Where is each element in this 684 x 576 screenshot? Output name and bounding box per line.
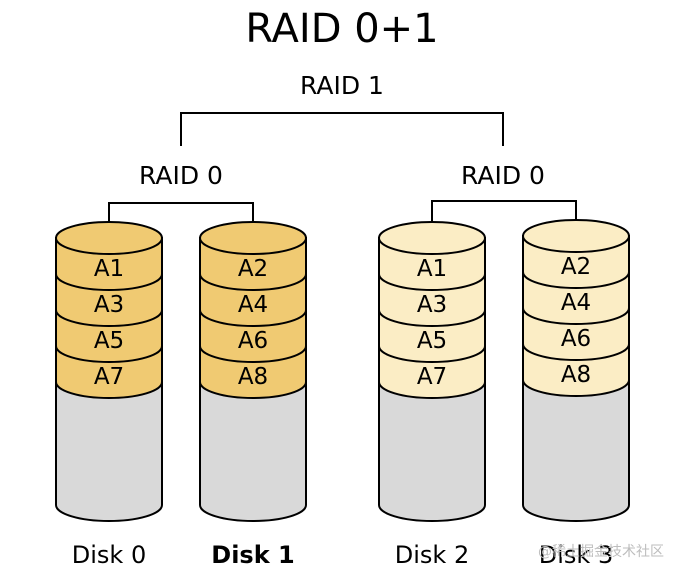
group-label-left: RAID 0 [139,161,223,190]
block-label: A4 [238,292,268,318]
block-label: A7 [417,364,447,390]
disk-empty-space [522,379,630,522]
block-label: A8 [238,364,268,390]
block-label: A5 [417,328,447,354]
mirror-label: RAID 1 [300,71,384,100]
disk-label-1: Disk 1 [211,541,294,569]
block-label: A6 [238,328,268,354]
disk-top-cap [199,221,307,255]
disk-empty-space [55,381,163,522]
block-label: A2 [238,256,268,282]
disk-label-0: Disk 0 [72,541,146,569]
watermark: @稀土掘金技术社区 [538,544,664,560]
disk-top-cap [55,221,163,255]
disk-top-cap [378,221,486,255]
stripe-connector-right [431,200,577,236]
block-label: A1 [94,256,124,282]
block-label: A1 [417,256,447,282]
disk-label-2: Disk 2 [395,541,469,569]
mirror-connector [180,112,504,146]
block-label: A3 [94,292,124,318]
disk-empty-space [378,381,486,522]
stripe-connector-left [108,202,254,236]
block-label: A8 [561,362,591,388]
block-label: A7 [94,364,124,390]
block-label: A3 [417,292,447,318]
block-label: A5 [94,328,124,354]
block-label: A4 [561,290,591,316]
diagram-title: RAID 0+1 [245,6,438,52]
block-label: A6 [561,326,591,352]
group-label-right: RAID 0 [461,161,545,190]
disk-empty-space [199,381,307,522]
block-label: A2 [561,254,591,280]
disk-top-cap [522,219,630,253]
disk-label-3: Disk 3 [539,541,613,569]
